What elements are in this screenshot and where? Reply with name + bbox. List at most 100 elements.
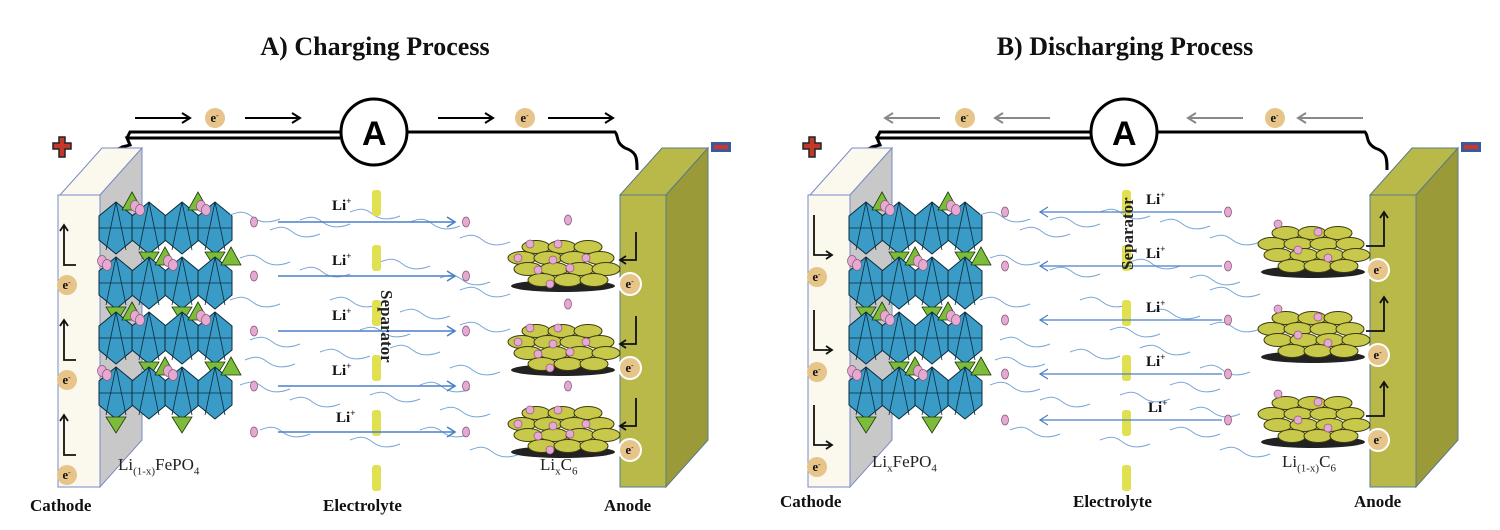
electrolyte-wave — [469, 446, 521, 458]
lithium-ion-dot — [250, 270, 258, 282]
po4-tetrahedron — [970, 356, 992, 376]
lithium-ion-dot — [548, 421, 558, 431]
graphite-hexagon — [553, 273, 583, 287]
octahedron-edge — [105, 201, 117, 251]
electron-flow-arrow-head — [1296, 112, 1307, 124]
electrolyte-wave — [419, 381, 471, 393]
lithium-ion-dot — [1001, 314, 1009, 326]
ammeter-icon — [339, 97, 409, 167]
current-arrowhead — [1379, 380, 1389, 389]
electrolyte-wave — [459, 286, 511, 298]
lithium-ion-dot — [1313, 227, 1323, 237]
electron-icon: e- — [807, 267, 827, 287]
lithium-ion-dot — [565, 429, 575, 439]
lithium-ion-dot — [852, 259, 862, 271]
circuit-wire — [125, 130, 340, 139]
svg-text:e-: e- — [626, 277, 635, 292]
current-arrowhead — [618, 339, 627, 349]
po4-tetrahedron — [921, 416, 943, 434]
electrolyte-wave — [399, 308, 451, 320]
separator-segment — [372, 410, 381, 436]
graphite-hexagon — [573, 240, 603, 254]
electrolyte-wave — [1119, 391, 1171, 403]
lithium-ion-dot — [525, 405, 535, 415]
graphite-hexagon — [1323, 226, 1353, 240]
lithium-ion-dot — [462, 380, 470, 392]
graphite-hexagon — [573, 406, 603, 420]
electrolyte-wave — [1219, 446, 1271, 458]
electron-icon: e- — [618, 356, 642, 380]
lithium-ion-dot — [564, 298, 572, 310]
current-path — [620, 398, 637, 427]
lithium-ion-dot — [1293, 245, 1303, 255]
electrolyte-wave — [1049, 216, 1101, 228]
octahedron-edge — [115, 366, 127, 416]
li-ion-label: Li+ — [1146, 352, 1166, 370]
current-path — [63, 415, 76, 456]
li-ion-label: Li+ — [1148, 398, 1168, 416]
electrolyte-wave — [389, 344, 441, 356]
graphite-hexagon — [573, 324, 603, 338]
octahedron-edge — [865, 311, 877, 361]
octahedron-edge — [964, 311, 976, 361]
electron-flow-arrow-head — [181, 112, 192, 124]
electrolyte-wave — [1159, 218, 1211, 230]
electron-icon: e- — [205, 108, 225, 128]
graphite-hexagon — [1341, 248, 1371, 262]
current-arrowhead — [1379, 210, 1389, 219]
octahedron-edge — [105, 311, 117, 361]
separator-label: Separator — [377, 290, 396, 363]
graphite-hexagon — [579, 439, 609, 453]
lithium-ion-dot — [545, 445, 555, 455]
lithium-ion-dot — [168, 259, 178, 271]
electrolyte-wave — [979, 296, 1031, 308]
current-path — [620, 232, 637, 261]
electrolyte-wave — [999, 336, 1051, 348]
electron-icon: e- — [57, 275, 77, 295]
electrolyte-wave — [1209, 321, 1261, 333]
graphite-hexagon — [1329, 429, 1359, 443]
octahedron-edge — [138, 311, 150, 361]
octahedron-edge — [898, 256, 910, 306]
svg-text:e-: e- — [1374, 263, 1383, 278]
octahedron-edge — [204, 366, 216, 416]
panel-title: A) Charging Process — [260, 32, 490, 61]
lithium-ion-dot — [513, 419, 523, 429]
lithium-ion-dot — [951, 204, 961, 216]
octahedron-edge — [204, 311, 216, 361]
cathode-formula: Li(1-x)FePO4 — [118, 455, 199, 477]
lithium-ion-dot — [545, 363, 555, 373]
electron-icon: e- — [515, 108, 535, 128]
formula-sub2: 6 — [1330, 462, 1336, 475]
lithium-ion-dot — [1224, 368, 1232, 380]
electron-icon: e- — [955, 108, 975, 128]
octahedron-edge — [921, 201, 933, 251]
lithium-ion-dot — [1323, 253, 1333, 263]
electrolyte-wave — [989, 254, 1041, 266]
electrolyte-wave — [369, 391, 421, 403]
lithium-ion-dot — [545, 279, 555, 289]
octahedron-edge — [954, 311, 966, 361]
electrolyte-wave — [1169, 381, 1221, 393]
electron-icon: e- — [807, 362, 827, 382]
anode-plate-side — [1415, 146, 1459, 489]
electron-flow-arrow-head — [484, 112, 495, 124]
octahedron-edge — [921, 366, 933, 416]
ammeter-icon — [1089, 97, 1159, 167]
electrolyte-wave — [1019, 226, 1071, 238]
electrolyte-wave — [289, 396, 341, 408]
positive-terminal-icon — [52, 136, 72, 158]
panel-title: B) Discharging Process — [996, 32, 1254, 61]
lithium-ion-dot — [581, 253, 591, 263]
separator-segment — [1122, 410, 1131, 436]
electrolyte-wave — [1169, 426, 1221, 438]
circuit-wire — [1158, 130, 1389, 171]
ion-flow-arrow-head — [446, 270, 457, 282]
lithium-ion-dot — [1224, 206, 1232, 218]
graphite-hexagon — [1277, 429, 1307, 443]
octahedron-edge — [105, 366, 117, 416]
lithium-ion-dot — [1001, 206, 1009, 218]
current-arrowhead — [825, 345, 834, 355]
li-ion-label: Li+ — [332, 251, 352, 269]
lithium-ion-dot — [525, 239, 535, 249]
